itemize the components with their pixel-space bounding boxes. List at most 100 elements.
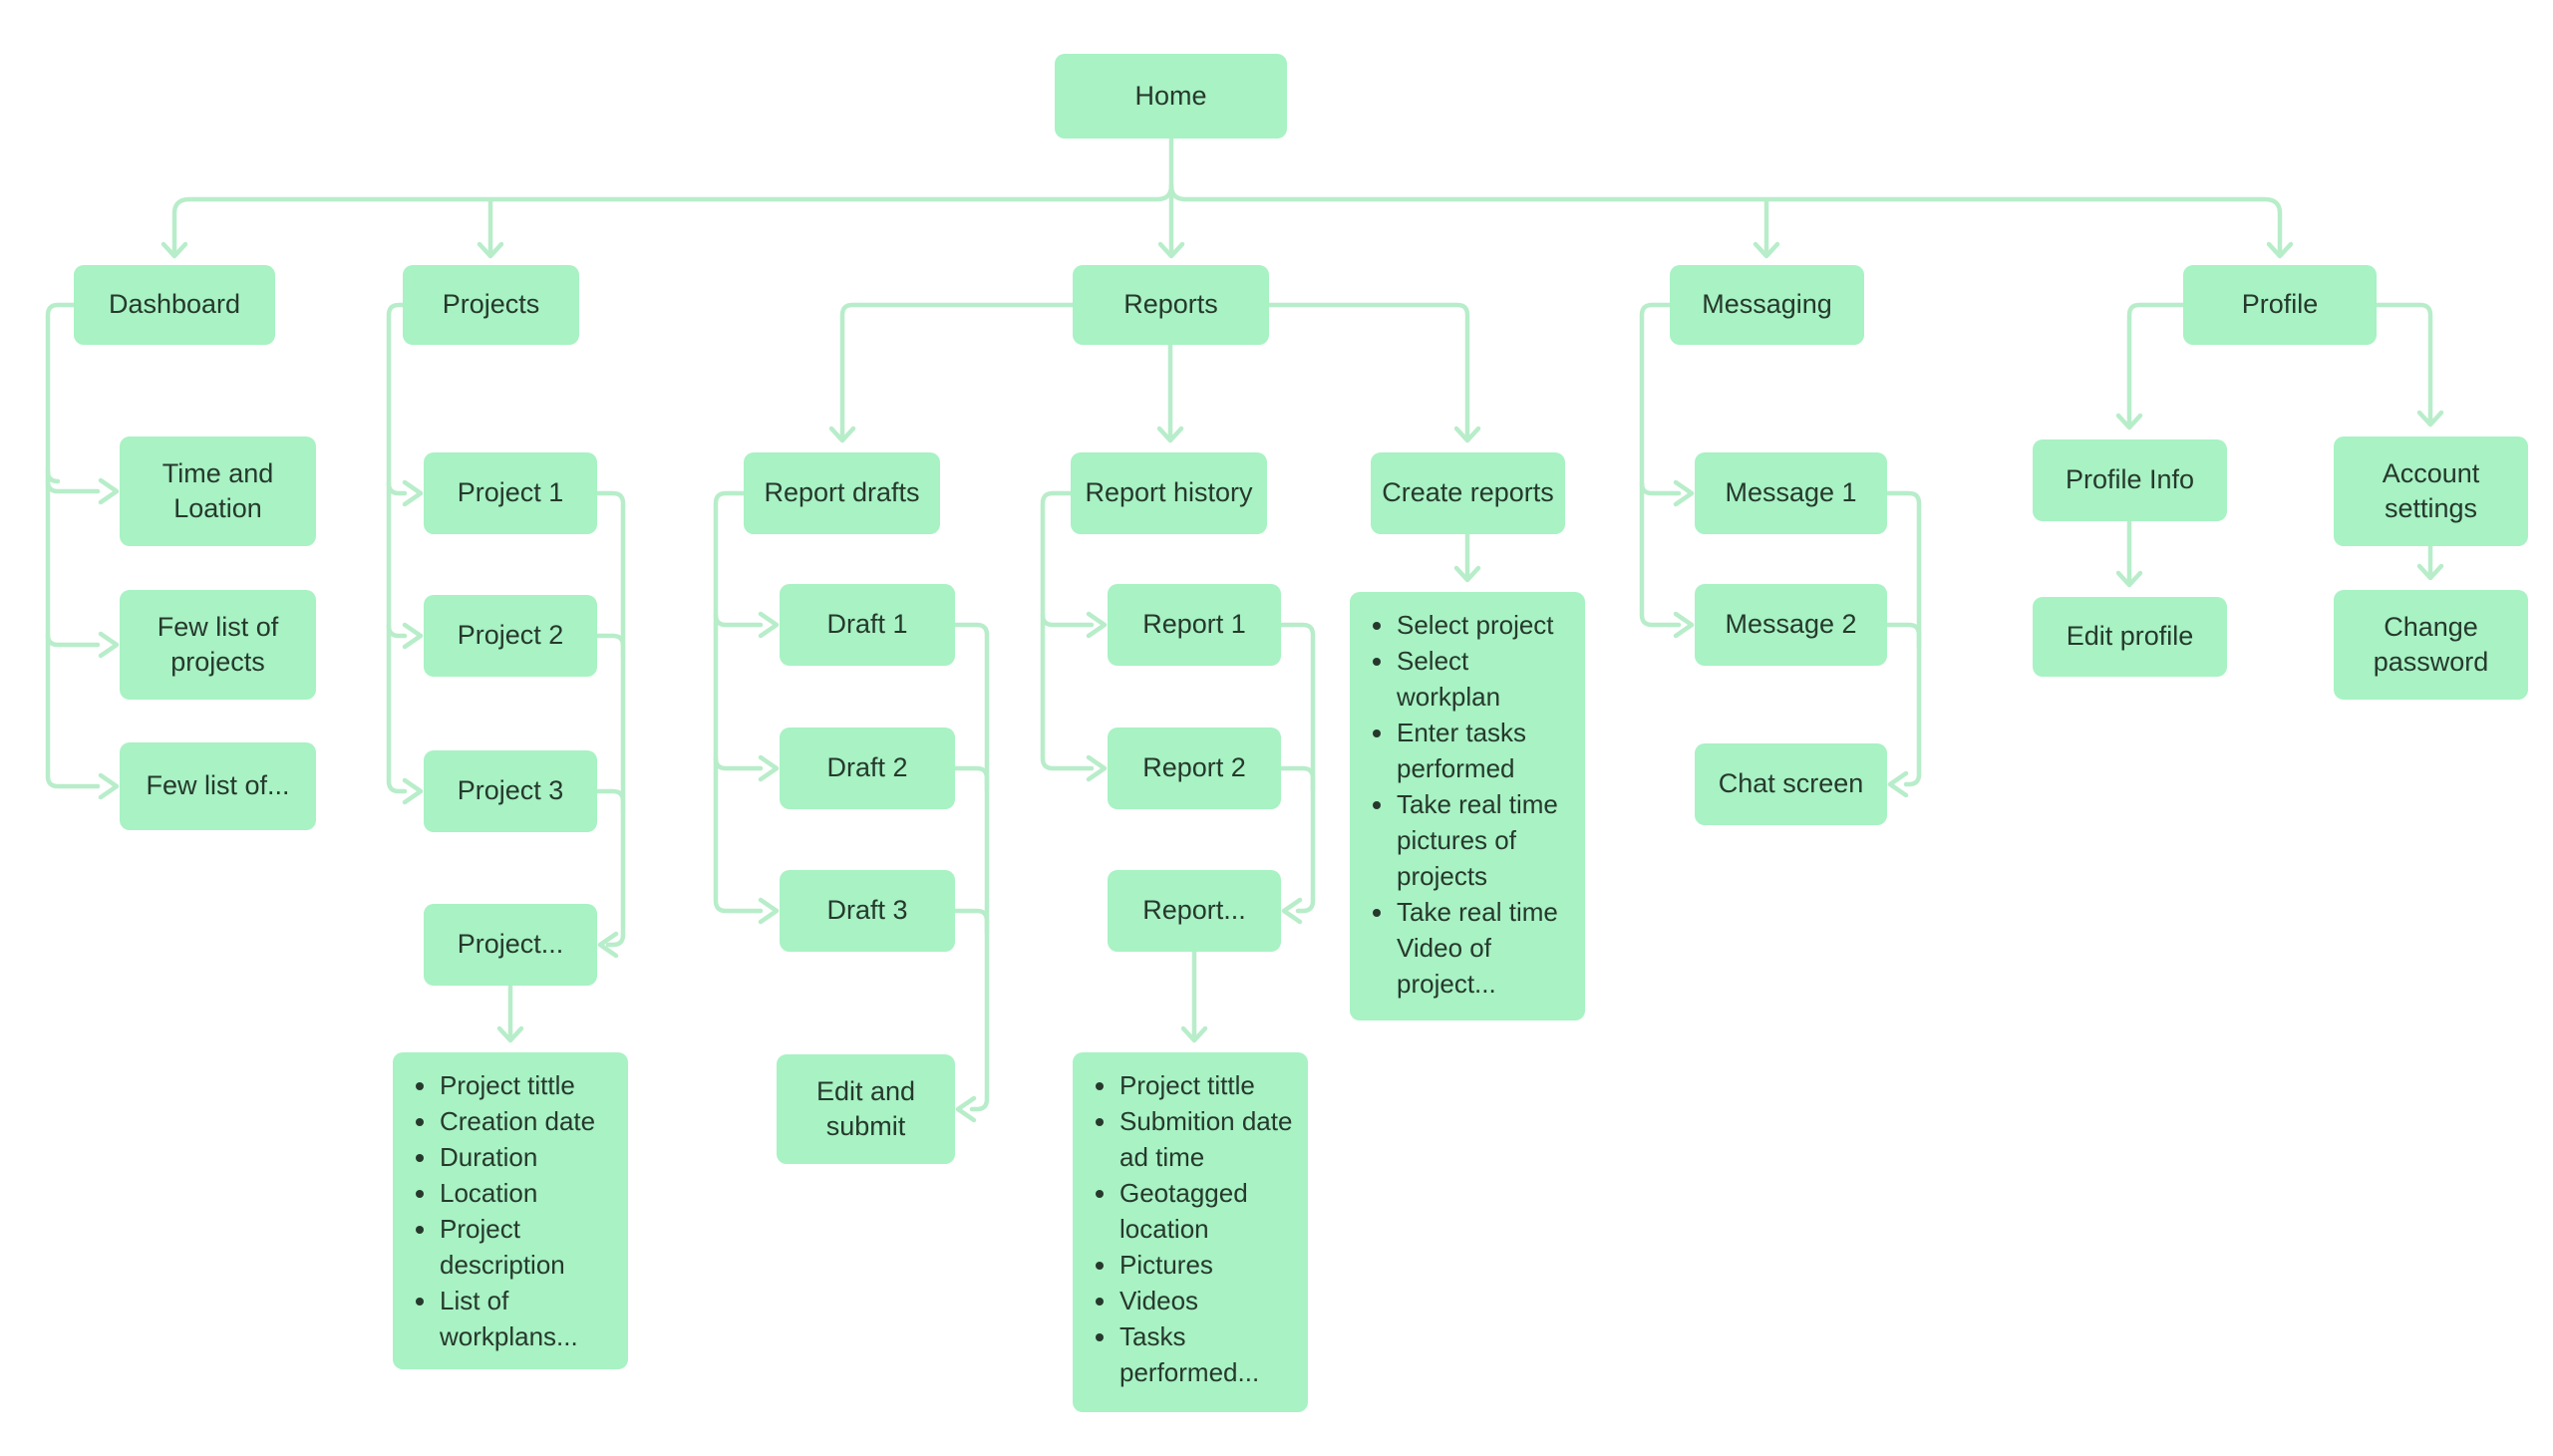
node-account-settings[interactable]: Account settings [2334,437,2528,546]
node-messaging[interactable]: Messaging [1670,265,1864,345]
connector [160,241,188,259]
connector [2416,410,2444,428]
node-label: Projects [442,289,540,320]
node-label: Project 3 [457,775,564,806]
node-label: Draft 3 [826,895,908,926]
list-item: Select workplan [1396,643,1571,715]
create-report-steps-list: Select projectSelect workplanEnter tasks… [1366,607,1571,1002]
list-item: Pictures [1118,1247,1294,1283]
list-item: Duration [439,1139,614,1175]
node-label: Edit and submit [815,1075,916,1141]
connector [1887,770,1909,798]
node-project-more[interactable]: Project... [424,904,597,986]
node-label: Report 2 [1142,752,1246,783]
connector [1278,765,1316,793]
node-dashboard[interactable]: Dashboard [74,265,275,345]
node-label: Messaging [1702,289,1832,320]
node-label: Draft 1 [826,609,908,640]
list-item: Take real time pictures of projects [1396,786,1571,894]
connector [713,612,764,628]
connector [1639,302,1682,628]
node-project-1[interactable]: Project 1 [424,452,597,534]
connector [1180,1025,1208,1043]
connector [98,631,120,659]
connector [1453,426,1481,443]
list-item: Location [439,1175,614,1211]
node-edit-profile[interactable]: Edit profile [2033,597,2227,677]
node-label: Account settings [2382,457,2480,523]
node-project-2[interactable]: Project 2 [424,595,597,677]
node-message-2[interactable]: Message 2 [1695,584,1887,666]
connector [2115,413,2143,431]
node-project-3[interactable]: Project 3 [424,750,597,832]
node-home[interactable]: Home [1055,54,1287,139]
connector [477,241,504,259]
connector [713,490,764,914]
node-label: Report... [1142,895,1246,926]
list-item: Take real time Video of project... [1396,894,1571,1002]
node-profile-info[interactable]: Profile Info [2033,439,2227,521]
node-report-history[interactable]: Report history [1071,452,1267,534]
connector [955,1095,977,1123]
connector [1040,612,1095,628]
node-few-list-of-projects[interactable]: Few list of projects [120,590,316,700]
node-draft-2[interactable]: Draft 2 [780,728,955,809]
connector [496,1025,524,1043]
node-change-password[interactable]: Change password [2334,590,2528,700]
node-report-drafts[interactable]: Report drafts [744,452,940,534]
node-label: Change password [2373,611,2489,677]
node-label: Project 2 [457,620,564,651]
connector [402,777,424,805]
connector [1040,490,1095,771]
node-message-1[interactable]: Message 1 [1695,452,1887,534]
node-draft-1[interactable]: Draft 1 [780,584,955,666]
connector [594,490,626,948]
node-projects[interactable]: Projects [403,265,579,345]
node-create-reports[interactable]: Create reports [1371,452,1565,534]
list-item: Submition date ad time [1118,1103,1294,1175]
node-label: Few list of... [146,770,290,801]
node-reports[interactable]: Reports [1073,265,1269,345]
connector [45,302,101,789]
node-create-report-steps[interactable]: Select projectSelect workplanEnter tasks… [1350,592,1585,1020]
list-item: Creation date [439,1103,614,1139]
list-item: List of workplans... [439,1283,614,1354]
node-report-2[interactable]: Report 2 [1108,728,1281,809]
connector [952,765,990,793]
list-item: Project tittle [439,1067,614,1103]
node-chat-screen[interactable]: Chat screen [1695,743,1887,825]
connector [386,302,408,794]
connector [386,623,408,639]
connector [1168,182,2283,258]
connector [1673,611,1695,639]
node-edit-and-submit[interactable]: Edit and submit [777,1054,955,1164]
node-label: Draft 2 [826,752,908,783]
node-profile[interactable]: Profile [2183,265,2377,345]
connector [758,897,780,925]
connector [1673,479,1695,507]
node-time-and-location[interactable]: Time and Loation [120,437,316,546]
connector [594,788,626,816]
node-label: Create reports [1382,477,1554,508]
node-label: Profile Info [2065,464,2195,495]
connector [2416,563,2444,581]
connector [1278,622,1316,914]
node-label: Chat screen [1718,768,1864,799]
node-report-1[interactable]: Report 1 [1108,584,1281,666]
connector [839,302,1076,442]
node-report-more[interactable]: Report... [1108,870,1281,952]
connector [952,622,990,1112]
connector [594,633,626,661]
node-few-list-of[interactable]: Few list of... [120,742,316,830]
node-label: Few list of projects [157,611,279,677]
connector [1086,754,1108,782]
node-draft-3[interactable]: Draft 3 [780,870,955,952]
connector [2115,570,2143,588]
connector [2266,241,2294,259]
node-project-details[interactable]: Project tittleCreation dateDurationLocat… [393,1052,628,1369]
node-report-details[interactable]: Project tittleSubmition date ad timeGeot… [1073,1052,1308,1412]
project-details-list: Project tittleCreation dateDurationLocat… [409,1067,614,1354]
list-item: Select project [1396,607,1571,643]
